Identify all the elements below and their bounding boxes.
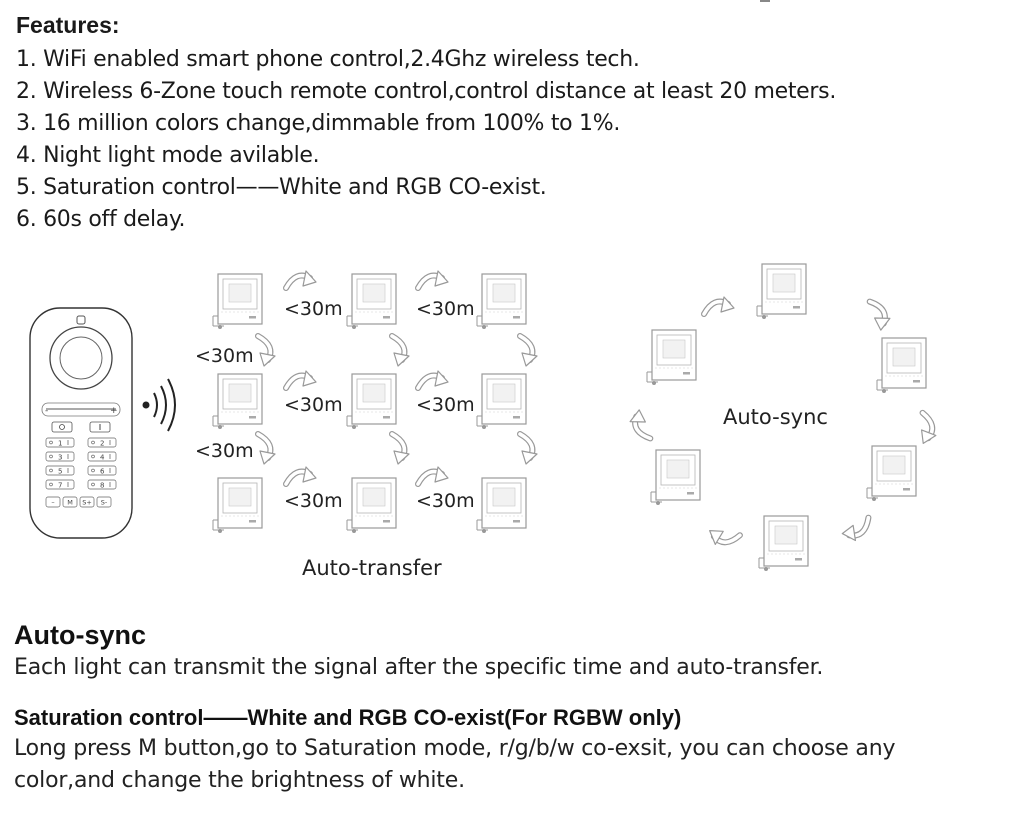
zone-button: 3 <box>45 451 75 462</box>
distance-label: <30m <box>416 298 475 320</box>
saturation-title: Saturation control——White and RGB CO-exi… <box>14 705 682 730</box>
illustration-svg: - + 1 2 3 4 5 6 7 8 – M S+ S- <box>29 263 1010 572</box>
auto-transfer-label: Auto-transfer <box>302 556 442 580</box>
floodlight-icon <box>346 373 397 430</box>
remote-button: S+ <box>79 496 95 508</box>
floodlight-icon <box>476 273 527 330</box>
sync-arrow-icon <box>870 299 892 331</box>
top-edge-mark <box>760 0 770 2</box>
remote-bottom-buttons: – M S+ S- <box>45 496 112 508</box>
arrow-right-icon <box>286 467 316 484</box>
zone-button: 6 <box>87 465 117 476</box>
feature-item: 6. 60s off delay. <box>16 207 186 232</box>
sync-arrow-icon <box>917 413 939 445</box>
remote-control: - + 1 2 3 4 5 6 7 8 – M S+ S- <box>29 307 133 539</box>
feature-item: 1. WiFi enabled smart phone control,2.4G… <box>16 47 640 72</box>
sync-arrow-icon <box>706 525 740 551</box>
zone-button: 1 <box>45 437 75 448</box>
sync-arrow-icon <box>628 409 650 441</box>
zone-button: 5 <box>45 465 75 476</box>
arrow-right-icon <box>418 371 448 388</box>
svg-text:S-: S- <box>101 499 108 507</box>
arrow-right-icon <box>418 467 448 484</box>
feature-item: 3. 16 million colors change,dimmable fro… <box>16 111 621 136</box>
feature-item: 5. Saturation control——White and RGB CO-… <box>16 175 547 200</box>
distance-label: <30m <box>195 345 254 367</box>
distance-label: <30m <box>416 490 475 512</box>
floodlight-icon <box>212 477 263 534</box>
distance-label: <30m <box>284 394 343 416</box>
remote-button: – <box>45 496 61 508</box>
arrow-right-icon <box>418 271 448 288</box>
sync-arrow-icon <box>840 518 874 544</box>
arrow-right-icon <box>286 271 316 288</box>
arrow-down-icon <box>258 336 275 366</box>
svg-text:4: 4 <box>100 454 105 462</box>
distance-label: <30m <box>284 490 343 512</box>
svg-text:3: 3 <box>58 454 62 462</box>
floodlight-icon <box>758 515 809 572</box>
remote-button: M <box>62 496 78 508</box>
auto-sync-text: Each light can transmit the signal after… <box>14 655 824 680</box>
auto-sync-title: Auto-sync <box>14 620 147 650</box>
svg-text:-: - <box>45 406 48 416</box>
remote-zone-buttons: 1 2 3 4 5 6 7 8 <box>45 437 117 490</box>
floodlight-icon <box>476 477 527 534</box>
floodlight-icon <box>476 373 527 430</box>
auto-sync-label: Auto-sync <box>723 405 828 429</box>
remote-button: S- <box>96 496 112 508</box>
arrow-down-icon <box>258 434 275 464</box>
zone-button: 8 <box>87 479 117 490</box>
svg-text:5: 5 <box>58 468 62 476</box>
saturation-text-line1: Long press M button,go to Saturation mod… <box>14 736 896 761</box>
zone-button: 4 <box>87 451 117 462</box>
floodlight-icon <box>650 449 701 506</box>
svg-text:2: 2 <box>100 440 104 448</box>
feature-item: 2. Wireless 6-Zone touch remote control,… <box>16 79 837 104</box>
features-list: 1. WiFi enabled smart phone control,2.4G… <box>16 44 836 236</box>
svg-text:8: 8 <box>100 482 104 490</box>
zone-button: 2 <box>87 437 117 448</box>
svg-text:–: – <box>51 499 54 507</box>
arrow-down-icon <box>392 336 409 366</box>
arrow-down-icon <box>520 434 537 464</box>
svg-text:6: 6 <box>100 468 105 476</box>
svg-text:1: 1 <box>58 440 62 448</box>
distance-label: <30m <box>416 394 475 416</box>
sync-arrow-icon <box>704 297 734 314</box>
floodlight-icon <box>346 273 397 330</box>
distance-label: <30m <box>284 298 343 320</box>
svg-text:7: 7 <box>58 482 62 490</box>
svg-text:S+: S+ <box>82 499 92 507</box>
floodlight-icon <box>346 477 397 534</box>
svg-text:+: + <box>110 406 118 416</box>
arrow-right-icon <box>286 371 316 388</box>
floodlight-icon <box>866 445 917 502</box>
floodlight-icon <box>212 273 263 330</box>
svg-text:M: M <box>67 499 73 507</box>
arrow-down-icon <box>392 434 409 464</box>
floodlight-icon <box>212 373 263 430</box>
saturation-text-line2: color,and change the brightness of white… <box>14 768 465 793</box>
signal-waves-icon <box>142 378 176 432</box>
arrow-down-icon <box>520 336 537 366</box>
zone-button: 7 <box>45 479 75 490</box>
floodlight-icon <box>876 337 927 394</box>
features-title: Features: <box>16 12 120 38</box>
floodlight-icon <box>756 263 807 320</box>
feature-item: 4. Night light mode avilable. <box>16 143 320 168</box>
floodlight-icon <box>646 329 697 386</box>
distance-label: <30m <box>195 440 254 462</box>
